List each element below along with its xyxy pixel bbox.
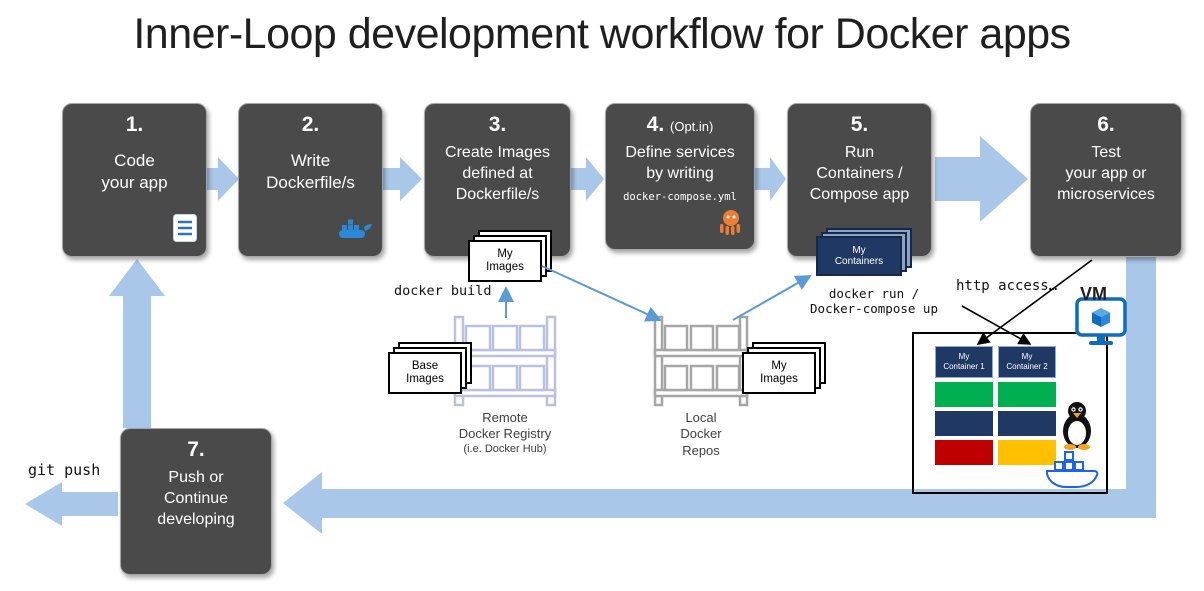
stack-label-line: Containers (834, 256, 884, 267)
step-7-label-line: developing (157, 511, 235, 529)
arrow-step1-step2 (205, 157, 239, 201)
step-6-label-line: microservices (1057, 186, 1155, 204)
vm-layer-green-1 (935, 382, 993, 407)
arrow-step5-step6 (935, 136, 1028, 222)
step-1-label-line: Code (114, 151, 155, 170)
arrow-step7-step1-head (109, 259, 165, 296)
document-icon (172, 213, 198, 248)
step-4-optin-tag: (Opt.in) (670, 119, 714, 134)
step-5-label-line: Compose app (809, 186, 910, 204)
step-1-number: 1. (125, 113, 144, 136)
git-push-label: git push (28, 461, 101, 479)
step-6-number: 6. (1097, 113, 1115, 136)
compose-octopus-icon (716, 208, 746, 241)
stack-label-line: My (852, 244, 866, 256)
vm-label: VM (1080, 284, 1107, 304)
docker-whale-outline-icon (1042, 444, 1104, 490)
step-2-label-line: Write (290, 151, 331, 170)
remote-docker-registry-icon (453, 315, 557, 407)
local-repos-caption: Local Docker Repos (655, 410, 747, 459)
docker-run-line: Docker-compose up (810, 301, 938, 316)
arrow-my-images-to-local-repos (541, 265, 662, 322)
git-push-arrow-shaft (62, 492, 118, 516)
step-6-label-line: Test (1091, 144, 1121, 161)
step-7-label-line: Continue (163, 490, 229, 508)
remote-registry-caption: Remote Docker Registry (i.e. Docker Hub) (420, 410, 590, 456)
vm-container-label: Container 2 (1006, 362, 1048, 371)
stack-label-line: My (497, 248, 513, 261)
arrow-step4-step5 (755, 157, 786, 201)
step-2-write-dockerfile: 2. Write Dockerfile/s (238, 103, 383, 257)
step-6-test-app: 6. Test your app or microservices (1030, 103, 1182, 257)
arrow-step3-step4 (571, 157, 604, 201)
step-7-number: 7. (187, 438, 205, 461)
vm-layer-yellow (998, 440, 1056, 465)
local-docker-repos-icon (653, 315, 749, 407)
step-5-label-line: Containers / (816, 165, 903, 183)
step-1-label-line: your app (101, 173, 168, 193)
caption-line: Local (685, 410, 717, 425)
step-4-compose-filename: docker-compose.yml (623, 191, 737, 204)
step-1-code-your-app: 1. Code your app (62, 103, 207, 257)
return-path-vertical (1126, 257, 1156, 518)
step-7-label-line: Push or (168, 469, 224, 486)
step-3-label-line: defined at (462, 165, 533, 183)
stack-label-line: Images (406, 373, 444, 385)
vm-layer-navy-1 (935, 411, 993, 436)
docker-build-label: docker build (394, 283, 492, 299)
step-3-label-line: Create Images (445, 144, 550, 161)
linux-penguin-icon (1058, 400, 1096, 450)
docker-run-label: docker run / Docker-compose up (798, 286, 950, 316)
step-7-push-or-continue: 7. Push or Continue developing (120, 428, 272, 575)
step-4-define-services: 4. (Opt.in) Define services by writing d… (605, 103, 755, 250)
vm-layer-green-2 (998, 382, 1056, 407)
arrow-step2-step3 (383, 157, 422, 201)
step-2-label-line: Dockerfile/s (266, 173, 355, 193)
step-3-label-line: Dockerfile/s (455, 186, 540, 204)
caption-line: (i.e. Docker Hub) (463, 442, 547, 455)
vm-container-label: Container 1 (943, 362, 985, 371)
diagram-title: Inner-Loop development workflow for Dock… (133, 10, 1071, 58)
return-arrowhead-to-step7 (283, 472, 322, 534)
step-5-label-line: Run (844, 144, 875, 161)
step-4-label-line: Define services (625, 144, 735, 161)
step-2-number: 2. (301, 113, 320, 136)
stack-label-line: My (771, 360, 787, 373)
step-5-run-containers: 5. Run Containers / Compose app (787, 103, 932, 257)
step-6-label-line: your app or (1065, 165, 1147, 183)
stack-label-line: Images (486, 261, 524, 273)
caption-line: Remote (482, 410, 528, 425)
step-5-number: 5. (850, 113, 869, 136)
vm-layer-navy-2 (998, 411, 1056, 436)
caption-line: Docker (680, 426, 722, 442)
vm-container-2-header: My Container 2 (998, 346, 1056, 378)
step-4-number: 4. (646, 113, 665, 136)
stack-label-line: Images (760, 373, 798, 385)
my-containers-stack: My Containers (816, 236, 902, 276)
step-4-label-line: by writing (646, 165, 714, 183)
git-push-arrow-head (25, 482, 62, 526)
base-images-stack: Base Images (388, 352, 462, 394)
docker-whale-icon (336, 213, 374, 248)
docker-run-line: docker run / (828, 286, 920, 301)
vm-layer-red (935, 440, 993, 465)
vm-container-1-header: My Container 1 (935, 346, 993, 378)
my-images-local-stack: My Images (742, 352, 816, 394)
vm-container-label: My (958, 352, 970, 361)
vm-container-label: My (1021, 352, 1033, 361)
step-3-create-images: 3. Create Images defined at Dockerfile/s (424, 103, 571, 257)
stack-label-line: Base (411, 360, 439, 373)
caption-line: Docker Registry (458, 426, 552, 442)
step-3-number: 3. (488, 113, 507, 136)
my-images-build-stack: My Images (468, 240, 542, 282)
caption-line: Repos (682, 442, 720, 458)
arrow-step7-step1-shaft (123, 294, 151, 428)
http-access-label: http access… (956, 278, 1058, 294)
